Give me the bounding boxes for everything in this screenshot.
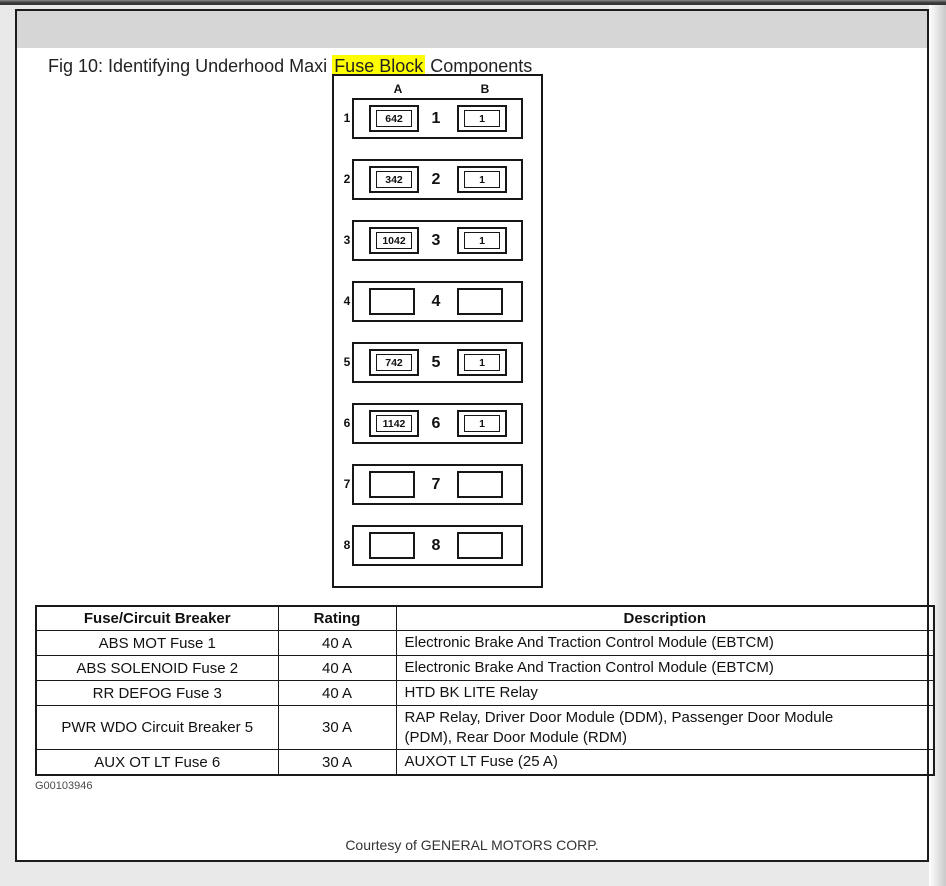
fuse-row-box: 642 1 1 — [352, 98, 523, 139]
figure-title-highlight: Fuse Block — [332, 55, 426, 77]
fuse-row-box: 342 2 1 — [352, 159, 523, 200]
fuse-row-position-label: 8 — [343, 538, 351, 552]
table-header-rating: Rating — [277, 605, 397, 631]
cell-fuse-name: PWR WDO Circuit Breaker 5 — [35, 705, 279, 750]
fuse-a-box: 1042 — [369, 227, 419, 254]
fuse-row-box: 1142 6 1 — [352, 403, 523, 444]
fuse-row-number: 2 — [431, 171, 441, 188]
fuse-description-table: Fuse/Circuit Breaker Rating Description … — [35, 605, 935, 776]
column-a-label: A — [393, 82, 403, 96]
fuse-row: 2 342 2 1 — [344, 159, 523, 200]
table-header-row: Fuse/Circuit Breaker Rating Description — [35, 605, 935, 631]
fuse-row-number: 1 — [431, 110, 441, 127]
fuse-row-number: 5 — [431, 354, 441, 371]
figure-title-suffix: Components — [425, 56, 533, 76]
fuse-row-position-label: 4 — [343, 294, 351, 308]
fuse-row: 6 1142 6 1 — [344, 403, 523, 444]
fuse-row-box: 4 — [352, 281, 523, 322]
cell-description: HTD BK LITE Relay — [395, 680, 935, 706]
cell-rating: 40 A — [277, 630, 397, 656]
column-b-label: B — [480, 82, 490, 96]
table-header-description: Description — [395, 605, 935, 631]
cell-rating: 30 A — [277, 749, 397, 776]
fuse-row-position-label: 2 — [343, 172, 351, 186]
cell-rating: 40 A — [277, 680, 397, 706]
fuse-a-box: 742 — [369, 349, 419, 376]
fuse-a-box: 342 — [369, 166, 419, 193]
fuse-b-empty-box — [457, 288, 503, 315]
fuse-row-position-label: 5 — [343, 355, 351, 369]
fuse-a-number: 1142 — [376, 415, 412, 432]
fuse-b-box: 1 — [457, 227, 507, 254]
fuse-row-number: 8 — [431, 537, 441, 554]
cell-description: Electronic Brake And Traction Control Mo… — [395, 655, 935, 681]
fuse-row: 5 742 5 1 — [344, 342, 523, 383]
fuse-b-box: 1 — [457, 349, 507, 376]
fuse-row-box: 7 — [352, 464, 523, 505]
fuse-a-number: 642 — [376, 110, 412, 127]
fuse-a-number: 742 — [376, 354, 412, 371]
cell-description: Electronic Brake And Traction Control Mo… — [395, 630, 935, 656]
fuse-a-empty-box — [369, 532, 415, 559]
fuse-row-number: 7 — [431, 476, 441, 493]
fuse-row: 3 1042 3 1 — [344, 220, 523, 261]
fuse-a-empty-box — [369, 288, 415, 315]
fuse-row-position-label: 3 — [343, 233, 351, 247]
courtesy-line: Courtesy of GENERAL MOTORS CORP. — [345, 837, 599, 853]
fuse-a-box: 1142 — [369, 410, 419, 437]
fuse-a-empty-box — [369, 471, 415, 498]
fuse-b-box: 1 — [457, 105, 507, 132]
cell-fuse-name: RR DEFOG Fuse 3 — [35, 680, 279, 706]
fuse-b-number: 1 — [464, 415, 500, 432]
cell-fuse-name: ABS SOLENOID Fuse 2 — [35, 655, 279, 681]
fuse-a-number: 1042 — [376, 232, 412, 249]
cell-fuse-name: ABS MOT Fuse 1 — [35, 630, 279, 656]
fuse-b-empty-box — [457, 532, 503, 559]
cell-rating: 40 A — [277, 655, 397, 681]
fuse-row: 1 642 1 1 — [344, 98, 523, 139]
fuse-row-number: 4 — [431, 293, 441, 310]
fuse-b-box: 1 — [457, 410, 507, 437]
fuse-row-box: 742 5 1 — [352, 342, 523, 383]
fuse-row-number: 3 — [431, 232, 441, 249]
fuse-row-box: 8 — [352, 525, 523, 566]
cell-fuse-name: AUX OT LT Fuse 6 — [35, 749, 279, 776]
fuse-b-number: 1 — [464, 354, 500, 371]
figure-title-bar: Fig 10: Identifying Underhood Maxi Fuse … — [17, 11, 927, 77]
fuse-a-number: 342 — [376, 171, 412, 188]
table-header-fuse: Fuse/Circuit Breaker — [35, 605, 279, 631]
fuse-a-box: 642 — [369, 105, 419, 132]
fuse-b-box: 1 — [457, 166, 507, 193]
cell-rating: 30 A — [277, 705, 397, 750]
figure-id: G00103946 — [35, 780, 93, 792]
fuse-row-position-label: 7 — [343, 477, 351, 491]
fuse-row-position-label: 1 — [343, 111, 351, 125]
page-top-strip — [0, 0, 946, 5]
fuse-b-number: 1 — [464, 232, 500, 249]
fuse-row-box: 1042 3 1 — [352, 220, 523, 261]
cell-description: AUXOT LT Fuse (25 A) — [395, 749, 935, 776]
figure-title-prefix: Fig 10: Identifying Underhood Maxi — [48, 56, 333, 76]
fuse-b-number: 1 — [464, 110, 500, 127]
cell-description: RAP Relay, Driver Door Module (DDM), Pas… — [395, 705, 935, 750]
fuse-b-empty-box — [457, 471, 503, 498]
fuse-row-position-label: 6 — [343, 416, 351, 430]
fuse-row-number: 6 — [431, 415, 441, 432]
document-frame: Fig 10: Identifying Underhood Maxi Fuse … — [15, 9, 935, 862]
fuse-b-number: 1 — [464, 171, 500, 188]
